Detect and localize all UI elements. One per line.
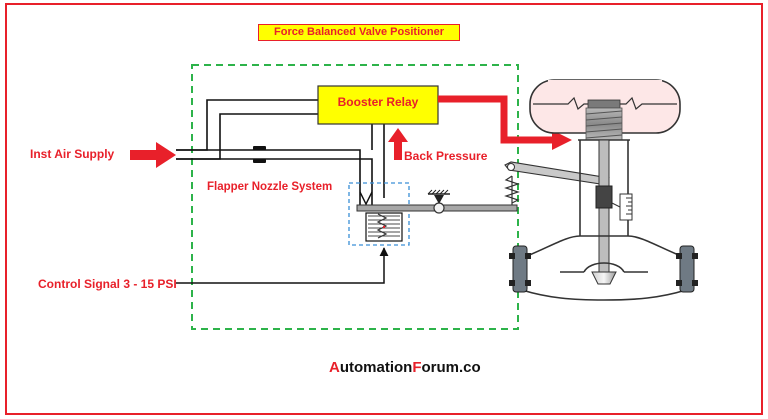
- brand-part-f: F: [412, 359, 422, 376]
- diagram-title: Force Balanced Valve Positioner: [258, 24, 460, 41]
- control-signal-line: [176, 247, 389, 284]
- inst-air-supply-label: Inst Air Supply: [30, 147, 115, 161]
- restriction-orifices: [253, 146, 266, 163]
- back-pressure-arrow: [388, 128, 408, 160]
- brand-watermark: AutomationForum.co: [329, 360, 481, 375]
- booster-relay-label: Booster Relay: [337, 95, 419, 109]
- inst-air-arrow: [130, 142, 176, 168]
- left-flange: [509, 245, 531, 293]
- flapper-nozzle-label: Flapper Nozzle System: [207, 181, 333, 193]
- travel-indicator-icon: [611, 193, 633, 221]
- outer-frame: [5, 3, 763, 415]
- feedback-arm: [504, 161, 610, 186]
- back-pressure-label: Back Pressure: [404, 149, 488, 163]
- bellows-icon: [365, 212, 403, 242]
- arm-pin: [507, 163, 515, 171]
- relay-output-arrow: [552, 130, 572, 150]
- stem-connector: [595, 185, 613, 209]
- booster-relay-box: [317, 85, 439, 125]
- positioner-boundary: [191, 64, 519, 330]
- flapper-nozzle-box: [348, 182, 410, 246]
- actuator-diaphragm-icon: [529, 79, 681, 141]
- control-signal-label: Control Signal 3 - 15 PSI: [38, 277, 177, 291]
- supply-pipes: [176, 99, 385, 205]
- brand-part-a: A: [329, 359, 340, 376]
- pivot-icon: [427, 189, 450, 214]
- valve-plug: [591, 271, 617, 285]
- relay-output-line: [438, 95, 558, 144]
- feedback-spring: [504, 175, 520, 205]
- valve-body-icon: [521, 235, 687, 301]
- right-flange: [676, 245, 698, 293]
- brand-part-orum: orum.co: [421, 359, 481, 376]
- brand-part-utomation: utomation: [339, 359, 413, 376]
